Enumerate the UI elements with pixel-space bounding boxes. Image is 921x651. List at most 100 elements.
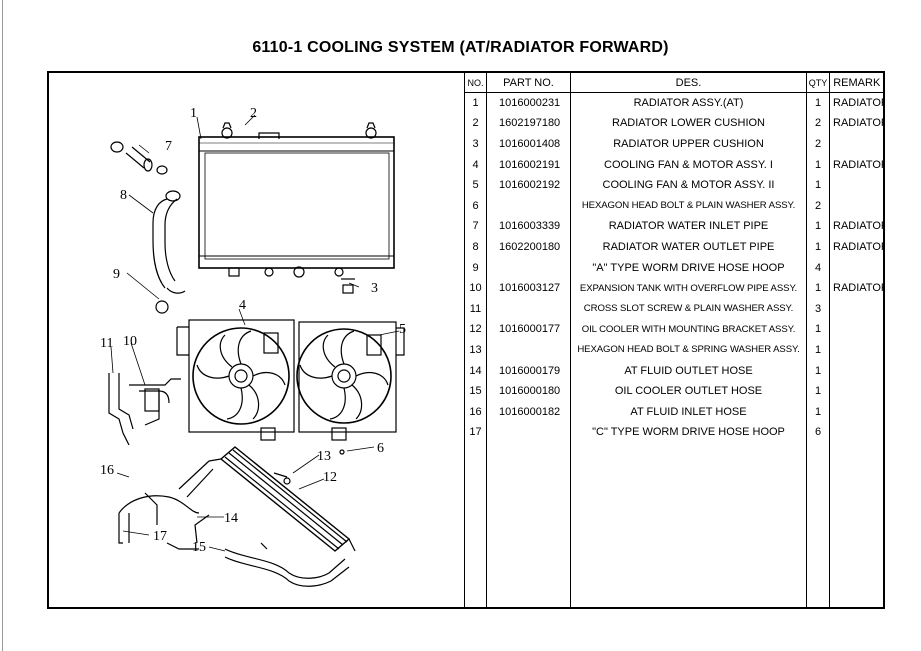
table-empty-space [464, 442, 884, 607]
radiator-drawing [198, 122, 395, 294]
row-remark [829, 360, 884, 381]
row-no: 3 [464, 133, 487, 155]
row-part-no: 1602197180 [486, 113, 571, 134]
row-no: 2 [464, 113, 487, 134]
row-part-no: 1602200180 [486, 236, 571, 258]
row-remark: RADIATOR FORWARD [829, 113, 884, 134]
table-header-row: NO. PART NO. DES. QTY REMARK [464, 73, 884, 93]
row-part-no: 1016000177 [486, 319, 571, 340]
col-header-no: NO. [464, 73, 487, 93]
row-description: EXPANSION TANK WITH OVERFLOW PIPE ASSY. [570, 277, 807, 299]
row-no: 12 [464, 319, 487, 340]
row-no: 16 [464, 401, 487, 422]
row-part-no: 1016001408 [486, 133, 571, 155]
callout-17: 17 [153, 529, 167, 544]
row-part-no: 1016000231 [486, 92, 571, 114]
row-part-no: 1016003339 [486, 216, 571, 237]
callout-13: 13 [317, 449, 331, 464]
table-row: 6 HEXAGON HEAD BOLT & PLAIN WASHER ASSY.… [464, 195, 884, 217]
row-qty: 1 [806, 277, 830, 299]
row-qty: 1 [806, 236, 830, 258]
callout-leaders [110, 114, 400, 552]
row-no: 4 [464, 154, 487, 175]
row-qty: 1 [806, 360, 830, 381]
row-description: RADIATOR WATER OUTLET PIPE [570, 236, 807, 258]
row-no: 17 [464, 422, 487, 443]
table-row: 9 "A" TYPE WORM DRIVE HOSE HOOP 4 [464, 257, 884, 278]
col-header-des: DES. [570, 73, 807, 93]
row-part-no: 1016002192 [486, 174, 571, 196]
row-no: 9 [464, 257, 487, 278]
row-part-no [486, 298, 571, 320]
col-header-part-no: PART NO. [486, 73, 571, 93]
row-no: 15 [464, 380, 487, 402]
table-row: 3 1016001408 RADIATOR UPPER CUSHION 2 [464, 133, 884, 155]
row-qty: 2 [806, 113, 830, 134]
callout-14: 14 [224, 511, 238, 526]
row-part-no [486, 257, 571, 278]
callout-1: 1 [190, 106, 197, 121]
callout-4: 4 [239, 298, 246, 313]
row-remark [829, 195, 884, 217]
cooling-fan-2-drawing [296, 321, 405, 455]
row-remark: RADIATOR FORWARD [829, 92, 884, 114]
row-part-no: 1016003127 [486, 277, 571, 299]
row-description: OIL COOLER OUTLET HOSE [570, 380, 807, 402]
row-part-no: 1016000182 [486, 401, 571, 422]
table-row: 15 1016000180 OIL COOLER OUTLET HOSE 1 [464, 380, 884, 402]
row-qty: 1 [806, 401, 830, 422]
row-remark [829, 298, 884, 320]
table-row: 13 HEXAGON HEAD BOLT & SPRING WASHER ASS… [464, 339, 884, 361]
table-row: 1 1016000231 RADIATOR ASSY.(AT) 1 RADIAT… [464, 92, 884, 114]
row-remark: RADIATOR FORWARD [829, 216, 884, 237]
callout-5: 5 [399, 322, 406, 337]
row-remark [829, 401, 884, 422]
row-part-no: 1016002191 [486, 154, 571, 175]
row-no: 10 [464, 277, 487, 299]
row-no: 13 [464, 339, 487, 361]
parts-list-table: NO. PART NO. DES. QTY REMARK 1 101600023… [464, 73, 884, 607]
callout-3: 3 [371, 281, 378, 296]
col-header-qty: QTY [806, 73, 830, 93]
row-qty: 1 [806, 92, 830, 114]
table-row: 17 "C" TYPE WORM DRIVE HOSE HOOP 6 [464, 422, 884, 443]
row-description: COOLING FAN & MOTOR ASSY. I [570, 154, 807, 175]
row-remark [829, 133, 884, 155]
row-qty: 1 [806, 174, 830, 196]
table-row: 11 CROSS SLOT SCREW & PLAIN WASHER ASSY.… [464, 298, 884, 320]
row-part-no [486, 195, 571, 217]
parts-sheet-frame: 1 2 3 4 5 6 7 8 9 10 11 12 13 14 15 16 1… [47, 71, 885, 609]
callout-10: 10 [123, 334, 137, 349]
row-description: RADIATOR UPPER CUSHION [570, 133, 807, 155]
exploded-parts-diagram: 1 2 3 4 5 6 7 8 9 10 11 12 13 14 15 16 1… [100, 106, 406, 587]
coolant-hoses-drawing [110, 141, 186, 314]
row-part-no: 1016000179 [486, 360, 571, 381]
row-description: RADIATOR WATER INLET PIPE [570, 216, 807, 237]
row-description: AT FLUID INLET HOSE [570, 401, 807, 422]
table-row: 14 1016000179 AT FLUID OUTLET HOSE 1 [464, 360, 884, 381]
row-part-no [486, 422, 571, 443]
row-description: OIL COOLER WITH MOUNTING BRACKET ASSY. [570, 319, 807, 340]
callout-7: 7 [165, 139, 172, 154]
row-qty: 1 [806, 319, 830, 340]
row-no: 7 [464, 216, 487, 237]
callout-16: 16 [100, 463, 114, 478]
col-header-remark: REMARK [829, 73, 884, 93]
row-qty: 1 [806, 380, 830, 402]
table-row: 16 1016000182 AT FLUID INLET HOSE 1 [464, 401, 884, 422]
table-row: 10 1016003127 EXPANSION TANK WITH OVERFL… [464, 277, 884, 299]
row-remark: RADIATOR FORWARD [829, 236, 884, 258]
table-row: 7 1016003339 RADIATOR WATER INLET PIPE 1… [464, 216, 884, 237]
oil-cooler-and-hoses-drawing [118, 446, 356, 587]
row-remark [829, 257, 884, 278]
table-row: 2 1602197180 RADIATOR LOWER CUSHION 2 RA… [464, 113, 884, 134]
expansion-tank-drawing [108, 373, 181, 446]
row-no: 5 [464, 174, 487, 196]
row-qty: 1 [806, 339, 830, 361]
row-qty: 2 [806, 195, 830, 217]
page-title: 6110-1 COOLING SYSTEM (AT/RADIATOR FORWA… [252, 39, 669, 56]
row-qty: 6 [806, 422, 830, 443]
row-part-no: 1016000180 [486, 380, 571, 402]
callout-6: 6 [377, 441, 384, 456]
page-edge-line [2, 0, 3, 651]
